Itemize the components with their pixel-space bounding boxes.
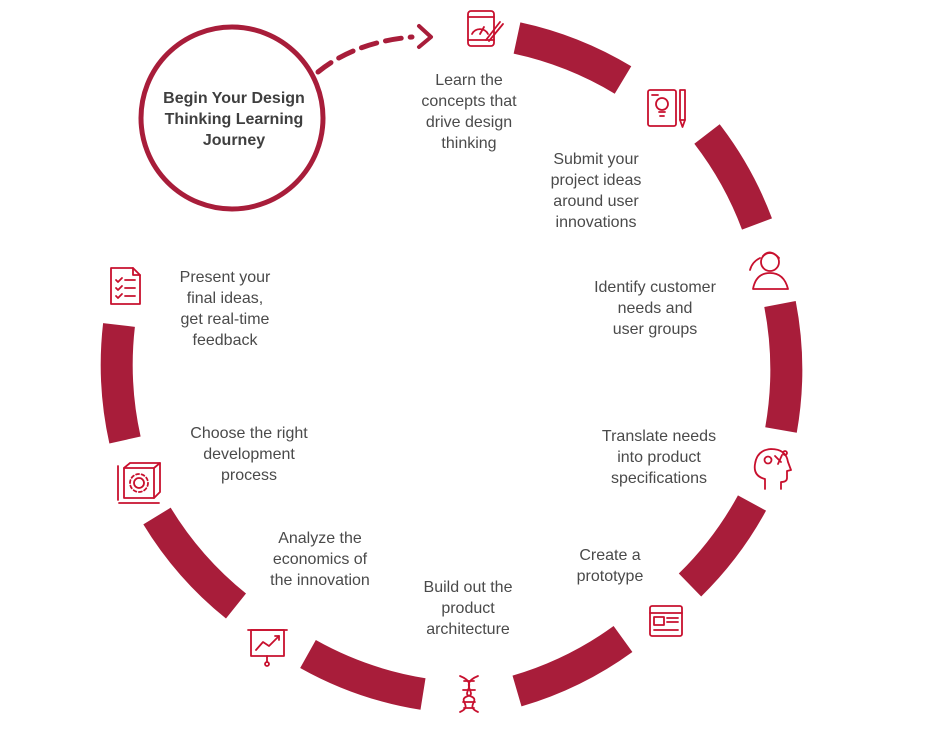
step-label-6: Build out the product architecture bbox=[423, 579, 513, 638]
head-ideas-icon bbox=[753, 448, 792, 490]
ring-segment-7 bbox=[143, 507, 247, 619]
user-icon bbox=[749, 251, 789, 290]
ring-segment-8 bbox=[100, 323, 141, 444]
dna-icon bbox=[459, 675, 479, 713]
ring-segment-2 bbox=[694, 124, 772, 230]
start-arrowhead bbox=[417, 24, 433, 49]
step-label-5: Create a prototype bbox=[576, 547, 644, 585]
wireframe-icon bbox=[649, 605, 683, 637]
step-label-3: Identify customer needs and user groups bbox=[594, 279, 716, 338]
step-label-1: Learn the concepts that drive design thi… bbox=[421, 72, 517, 152]
tablet-design-icon bbox=[467, 10, 504, 47]
step-label-7: Analyze the economics of the innovation bbox=[270, 530, 370, 589]
ring-segment-1 bbox=[513, 22, 632, 94]
idea-document-icon bbox=[647, 89, 686, 128]
gear-box-icon bbox=[117, 462, 161, 504]
step-label-4: Translate needs into product specificati… bbox=[601, 428, 717, 487]
checklist-icon bbox=[110, 267, 141, 305]
start-arrow bbox=[315, 34, 415, 75]
ring-segment-4 bbox=[678, 495, 767, 597]
ring-segment-6 bbox=[300, 639, 426, 710]
start-circle bbox=[138, 24, 326, 212]
ring-segment-5 bbox=[512, 625, 633, 707]
step-label-9: Present your final ideas, get real-time … bbox=[179, 269, 271, 349]
presentation-chart-icon bbox=[247, 629, 288, 667]
step-label-2: Submit your project ideas around user in… bbox=[550, 151, 642, 231]
start-label: Begin Your Design Thinking Learning Jour… bbox=[163, 90, 305, 149]
step-label-8: Choose the right development process bbox=[190, 425, 308, 484]
ring-segment-3 bbox=[764, 300, 803, 433]
